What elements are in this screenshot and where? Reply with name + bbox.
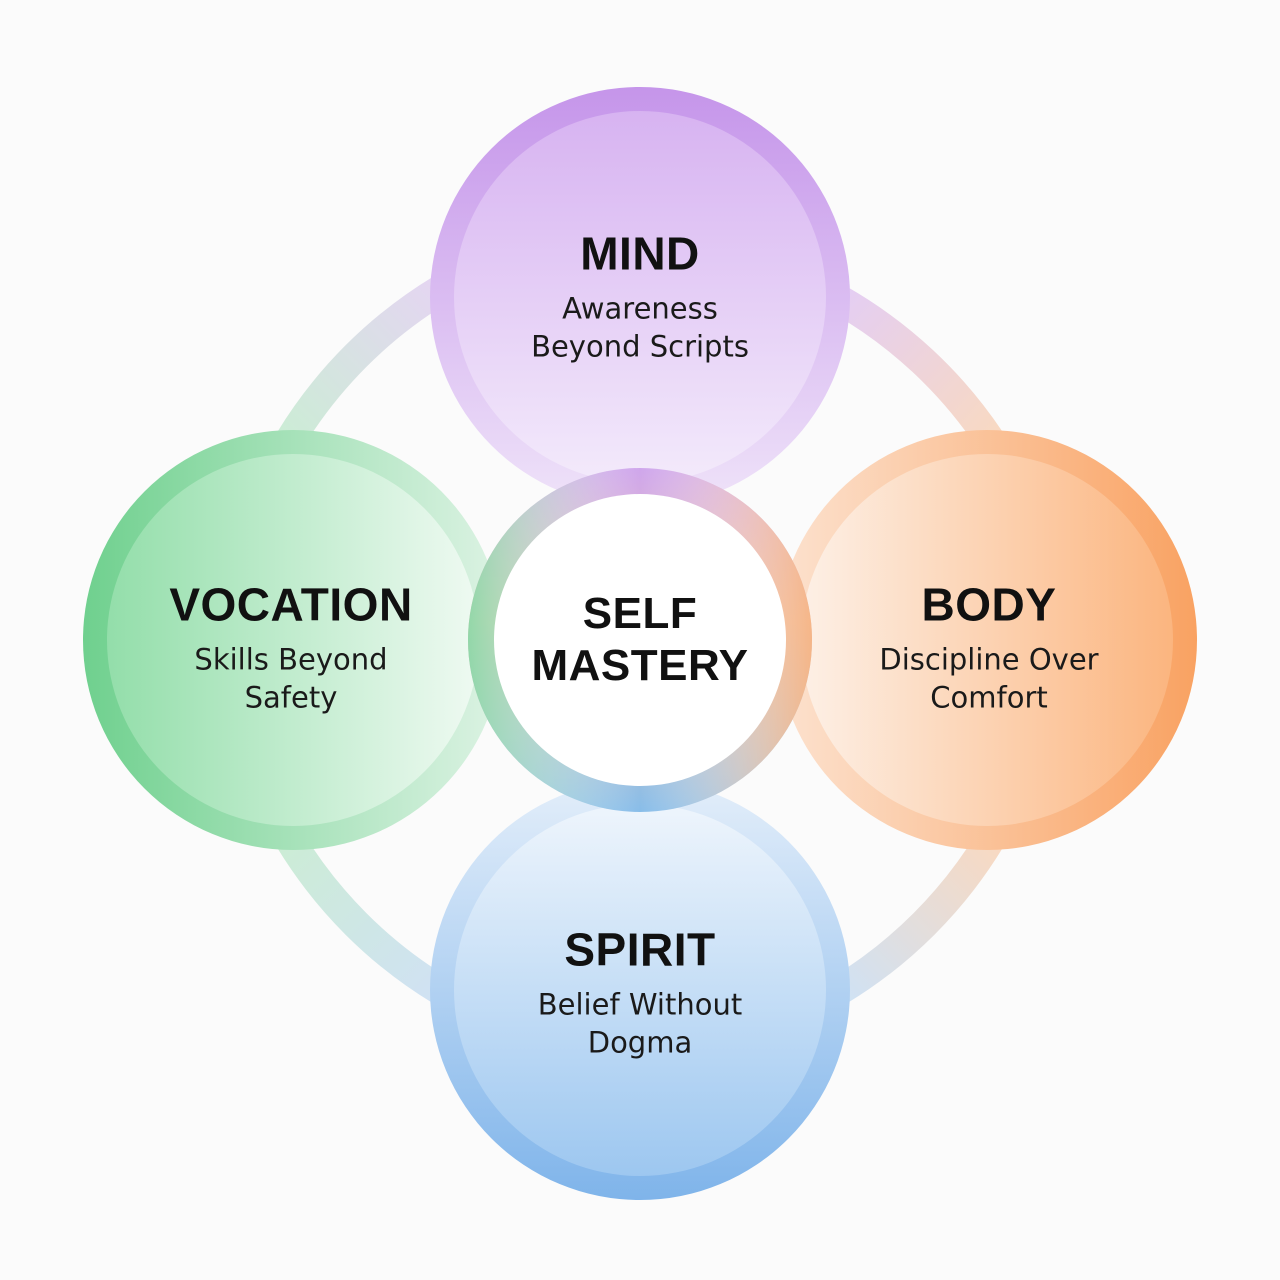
spirit-label-group: SPIRIT Belief Without Dogma [538, 925, 742, 1062]
mind-title: MIND [580, 227, 700, 280]
node-body [777, 430, 1197, 850]
connector-mind-body [832, 286, 1003, 449]
node-center [468, 468, 812, 812]
center-label-group: SELF MASTERY [532, 588, 749, 692]
node-spirit [430, 780, 850, 1200]
vocation-subtitle-line1: Skills Beyond [194, 642, 388, 677]
node-spirit-disc [454, 804, 826, 1176]
mind-label-group: MIND Awareness Beyond Scripts [531, 229, 749, 366]
mind-subtitle: Awareness Beyond Scripts [531, 289, 749, 365]
center-title-line2: MASTERY [531, 641, 749, 690]
spirit-title: SPIRIT [564, 923, 716, 976]
spirit-subtitle: Belief Without Dogma [538, 985, 742, 1061]
vocation-subtitle-line2: Safety [244, 680, 338, 715]
connector-ring [277, 277, 1003, 1003]
node-mind-disc [454, 111, 826, 483]
body-label-group: BODY Discipline Over Comfort [879, 580, 1098, 717]
spirit-subtitle-line1: Belief Without [537, 987, 743, 1022]
node-body-disc [801, 454, 1173, 826]
node-vocation-disc [107, 454, 479, 826]
mind-subtitle-line2: Beyond Scripts [531, 329, 749, 364]
center-disc [494, 494, 786, 786]
vocation-label-group: VOCATION Skills Beyond Safety [169, 580, 412, 717]
vocation-title: VOCATION [169, 578, 413, 631]
body-subtitle-line2: Comfort [930, 680, 1048, 715]
node-mind [430, 87, 850, 507]
connector-body-spirit [832, 832, 1003, 1003]
connector-spirit-vocation [277, 832, 448, 1003]
spirit-subtitle-line2: Dogma [587, 1025, 693, 1060]
node-vocation [83, 430, 503, 850]
center-title-line1: SELF [582, 589, 698, 638]
mind-subtitle-line1: Awareness [562, 291, 718, 326]
vocation-subtitle: Skills Beyond Safety [169, 640, 412, 716]
body-title: BODY [921, 578, 1057, 631]
connector-vocation-mind [277, 277, 448, 448]
body-subtitle-line1: Discipline Over [879, 642, 1099, 677]
body-subtitle: Discipline Over Comfort [879, 640, 1098, 716]
